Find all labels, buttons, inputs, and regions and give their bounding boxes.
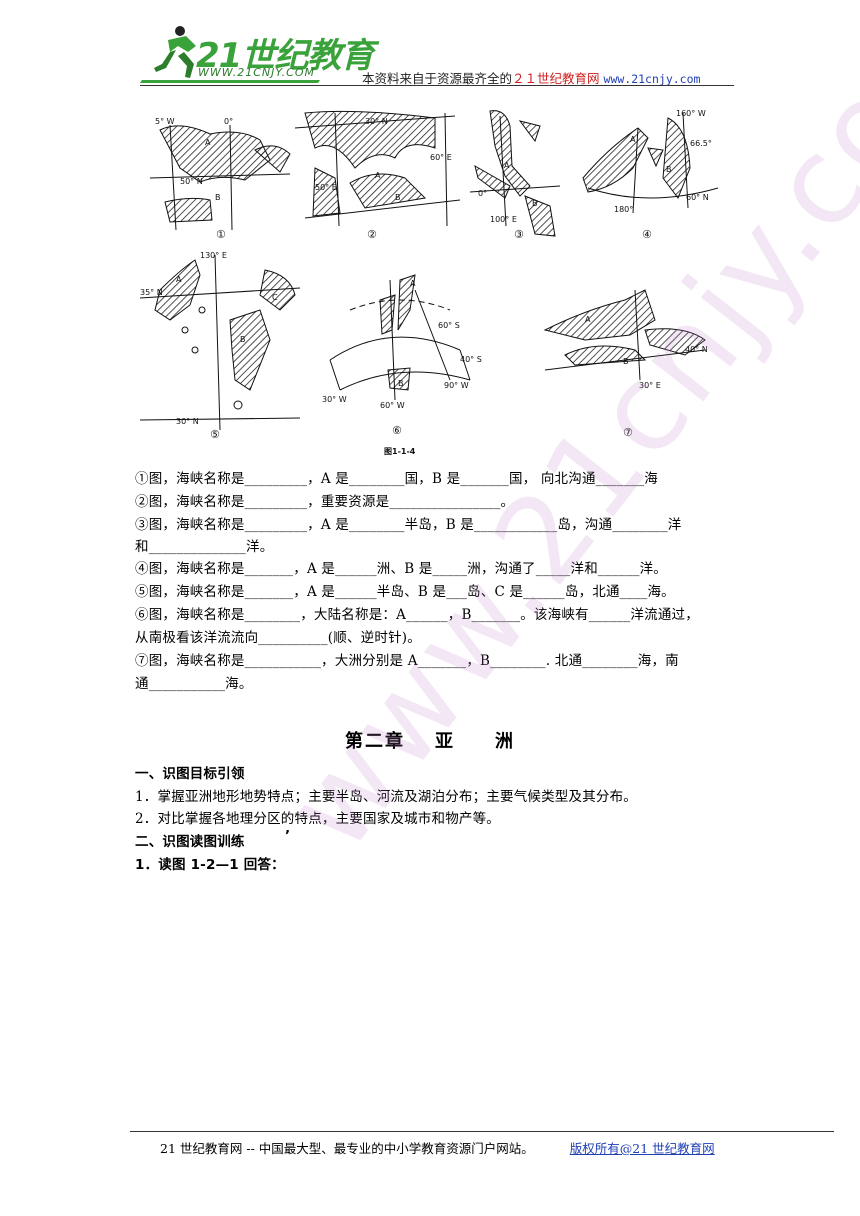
p1-label-2: A xyxy=(205,138,211,147)
p6-label-2: 40° S xyxy=(460,355,482,364)
chapter-number: 第二章 xyxy=(345,731,405,752)
question-line-5: ④图，海峡名称是_______，A 是______洲、B 是_____洲，沟通了… xyxy=(135,561,668,577)
question-line-6: ⑤图，海峡名称是_______，A 是______半岛、B 是___岛、C 是_… xyxy=(135,584,675,600)
p1-label-0: 5° W xyxy=(155,117,175,126)
map-panel-2: 30° N 60° E 50° E A B ② xyxy=(294,110,461,241)
chapter-title: 第二章 亚 洲 xyxy=(0,727,860,753)
chapter-sub-1: 亚 xyxy=(435,731,455,752)
p3-label-0: A xyxy=(504,161,510,170)
header-site-link[interactable]: ２１世纪教育网 xyxy=(512,71,600,86)
map-panel-4: 160° W 66.5° A B 180° 60° N ④ xyxy=(582,109,719,241)
p2-label-0: 30° N xyxy=(365,117,388,126)
p4-label-1: 66.5° xyxy=(690,139,712,148)
p5-label-1: 35° N xyxy=(140,288,163,297)
p1-number: ① xyxy=(216,228,226,241)
p5-label-3: C xyxy=(272,293,278,302)
p4-label-5: 60° N xyxy=(686,193,709,202)
p1-label-1: 0° xyxy=(224,117,233,126)
map-panel-6: A 60° S 40° S 30° W 90° W 60° W B ⑥ 图1-1… xyxy=(322,274,482,456)
header-note: 本资料来自于资源最齐全的２１世纪教育网 www.21cnjy.com xyxy=(362,68,700,87)
p6-label-1: 60° S xyxy=(438,321,460,330)
map-panel-1: 5° W 0° A 50° N B ① xyxy=(149,117,291,241)
question-line-10: 通___________海。 xyxy=(135,676,253,692)
p6-label-0: A xyxy=(410,279,416,288)
header-divider xyxy=(140,85,734,86)
question-line-4: 和______________洋。 xyxy=(135,539,274,555)
footer-copyright-link[interactable]: 版权所有@21 世纪教育网 xyxy=(569,1141,715,1156)
p6-label-4: 90° W xyxy=(444,381,469,390)
section-1-item-1: 1．掌握亚洲地形地势特点；主要半岛、河流及湖泊分布；主要气候类型及其分布。 xyxy=(135,789,637,805)
p4-label-2: A xyxy=(630,135,636,144)
p3-label-1: B xyxy=(532,199,538,208)
p7-label-2: B xyxy=(623,357,629,366)
p5-label-2: A xyxy=(176,275,182,284)
logo-runner-icon xyxy=(140,26,320,83)
p5-number: ⑤ xyxy=(210,428,220,441)
p7-label-1: 40° N xyxy=(685,345,708,354)
logo-text: 21世纪教育 xyxy=(196,36,374,76)
p2-label-2: 50° E xyxy=(315,183,337,192)
footer-text: 21 世纪教育网 -- 中国最大型、最专业的中小学教育资源门户网站。 xyxy=(160,1141,534,1156)
p3-label-2: 0° xyxy=(478,189,487,198)
p4-label-3: B xyxy=(666,165,672,174)
p4-label-0: 160° W xyxy=(676,109,706,118)
p2-label-1: 60° E xyxy=(430,153,452,162)
question-line-3: ③图，海峡名称是_________，A 是________半岛，B 是_____… xyxy=(135,517,682,533)
strait-maps-figure: 5° W 0° A 50° N B ① 30° N 60° E 50° E A … xyxy=(139,109,719,456)
question-line-7: ⑥图，海峡名称是________，大陆名称是：A______，B_______。… xyxy=(135,607,699,623)
section-2-question-1: 1．读图 1-2—1 回答： xyxy=(135,857,285,873)
p7-label-3: 30° E xyxy=(639,381,661,390)
section-2-mark: ’ xyxy=(285,828,291,844)
p7-label-0: A xyxy=(585,315,591,324)
section-1-heading: 一、识图目标引领 xyxy=(135,766,245,782)
header-note-prefix: 本资料来自于资源最齐全的 xyxy=(362,71,513,86)
p3-label-3: 100° E xyxy=(490,215,517,224)
logo-url: WWW.21CNJY.COM xyxy=(198,66,316,79)
map-panel-3: A B 0° 100° E ③ xyxy=(469,110,561,241)
p3-number: ③ xyxy=(514,228,524,241)
section-2-heading: 二、识图读图训练 xyxy=(135,834,245,850)
p6-number: ⑥ xyxy=(392,424,402,437)
p5-label-5: 30° N xyxy=(176,417,199,426)
p2-label-3: A xyxy=(375,171,381,180)
p5-label-0: 130° E xyxy=(200,251,227,260)
p6-label-5: 60° W xyxy=(380,401,405,410)
p6-label-6: B xyxy=(398,379,404,388)
p7-number: ⑦ xyxy=(623,426,633,439)
p4-number: ④ xyxy=(642,228,652,241)
chapter-sub-2: 洲 xyxy=(495,731,515,752)
footer: 21 世纪教育网 -- 中国最大型、最专业的中小学教育资源门户网站。 版权所有@2… xyxy=(160,1138,715,1157)
footer-divider xyxy=(130,1131,834,1132)
figure-caption: 图1-1-4 xyxy=(384,447,416,456)
question-line-8: 从南极看该洋流流向__________(顺、逆时针)。 xyxy=(135,630,421,646)
p2-label-4: B xyxy=(395,193,401,202)
p1-label-3: 50° N xyxy=(180,177,203,186)
p4-label-4: 180° xyxy=(614,205,633,214)
p1-label-4: B xyxy=(215,193,221,202)
p2-number: ② xyxy=(367,228,377,241)
p6-label-3: 30° W xyxy=(322,395,347,404)
p5-label-4: B xyxy=(240,335,246,344)
header-url-link[interactable]: www.21cnjy.com xyxy=(603,72,701,86)
map-panel-7: A 40° N B 30° E ⑦ xyxy=(543,289,708,439)
section-1-item-2: 2．对比掌握各地理分区的特点，主要国家及城市和物产等。 xyxy=(135,811,500,827)
map-panel-5: 130° E 35° N A C B 30° N ⑤ xyxy=(139,251,301,441)
question-line-1: ①图，海峡名称是_________，A 是________国，B 是______… xyxy=(135,471,658,487)
question-line-9: ⑦图，海峡名称是___________，大洲分别是 A_______，B____… xyxy=(135,653,679,669)
question-line-2: ②图，海峡名称是_________，重要资源是________________。 xyxy=(135,494,515,510)
